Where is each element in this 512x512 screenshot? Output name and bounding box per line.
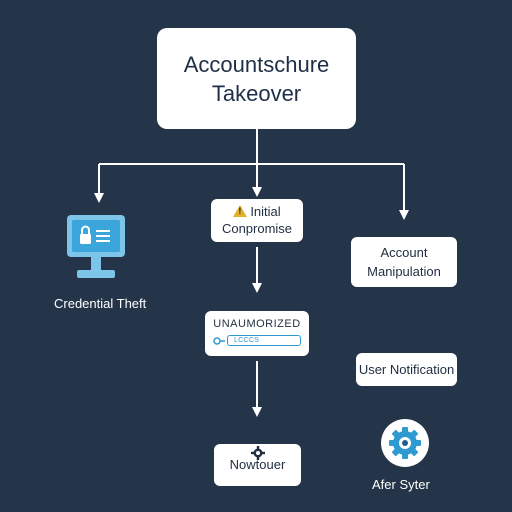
credential-theft-label: Credential Theft [54,296,147,311]
gear-badge-icon [381,419,429,467]
monitor-lock-icon [67,215,125,278]
initial-compromise-line-2: Conpromise [221,221,293,236]
initial-compromise-line-1: Initial [250,204,281,219]
title-line-1: Accountschure [183,51,330,77]
unauthorized-node: UNAUMORIZED LCCCS [205,311,309,356]
account-manipulation-line-2: Manipulation [367,264,441,279]
warning-icon [233,205,248,217]
key-icon [213,337,225,345]
account-manipulation-node: Account Manipulation [351,237,457,287]
account-manipulation-line-1: Account [380,245,428,260]
initial-compromise-node: Initial Conpromise [211,199,303,242]
unauthorized-field: LCCCS [227,335,301,346]
user-notification-node: User Notification [356,353,457,386]
title-box: Accountschure Takeover [157,28,356,129]
unauthorized-title: UNAUMORIZED [213,318,301,330]
gear-icon [251,446,265,460]
after-system-label: Afer Syter [372,477,430,492]
title-line-2: Takeover [211,80,302,106]
